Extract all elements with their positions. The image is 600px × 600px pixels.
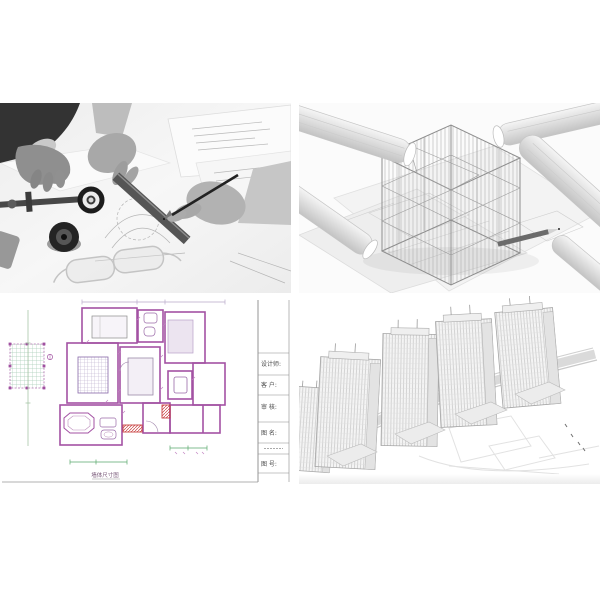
pencil (163, 173, 239, 220)
pencil (497, 228, 561, 247)
podium-blocks (326, 381, 566, 467)
safety-glasses (52, 245, 182, 284)
apartment-towers (299, 296, 566, 474)
dimension-ticks (85, 316, 205, 455)
floor-plan-drawing: 墙体尺寸图 设计师: 客 户: 审 (0, 296, 291, 484)
ruler (112, 172, 191, 245)
blueprint-rolls (299, 103, 600, 293)
ball-bearing-large (47, 222, 81, 252)
caliper (0, 191, 83, 212)
dimension-lines (25, 299, 226, 465)
plan-caption-text: 墙体尺寸图 (91, 471, 119, 479)
corner-tool (0, 231, 20, 269)
tower (314, 343, 382, 471)
photo-wireframe-structure (299, 103, 600, 293)
left-hand (15, 144, 71, 192)
right-hand (167, 161, 291, 225)
bottom-fade (299, 474, 600, 484)
title-block-designer-label: 设计师: (261, 360, 281, 368)
title-block-drawing-no-label: 图 号: (261, 461, 277, 468)
red-hatch-elements (122, 404, 171, 433)
cad-floor-plan: 墙体尺寸图 设计师: 客 户: 审 (0, 296, 291, 484)
wireframe-structure (380, 124, 522, 286)
photo-3d-buildings (299, 296, 600, 484)
tower (435, 304, 498, 428)
grid-swatch (8, 342, 53, 390)
tower (494, 296, 562, 409)
title-block-drawing-name-label: 图 名: (261, 429, 277, 437)
title-block-review-label: 审 核: (261, 403, 277, 411)
title-block-client-label: 客 户: (261, 381, 277, 389)
title-block: 设计师: 客 户: 审 核: 图 名: 图 号: (257, 300, 290, 482)
ball-bearing-small (77, 186, 105, 214)
floor-plan-fixtures (63, 312, 194, 440)
plan-caption: 墙体尺寸图 (91, 471, 120, 480)
apartment-towers-illustration (299, 296, 600, 484)
landscape-marks (564, 423, 586, 452)
tower (380, 319, 440, 447)
floor-plan-walls (59, 307, 226, 446)
engineering-hands-illustration (0, 103, 291, 293)
wireframe-structure-illustration (299, 103, 600, 293)
photo-engineering-hands (0, 103, 291, 293)
